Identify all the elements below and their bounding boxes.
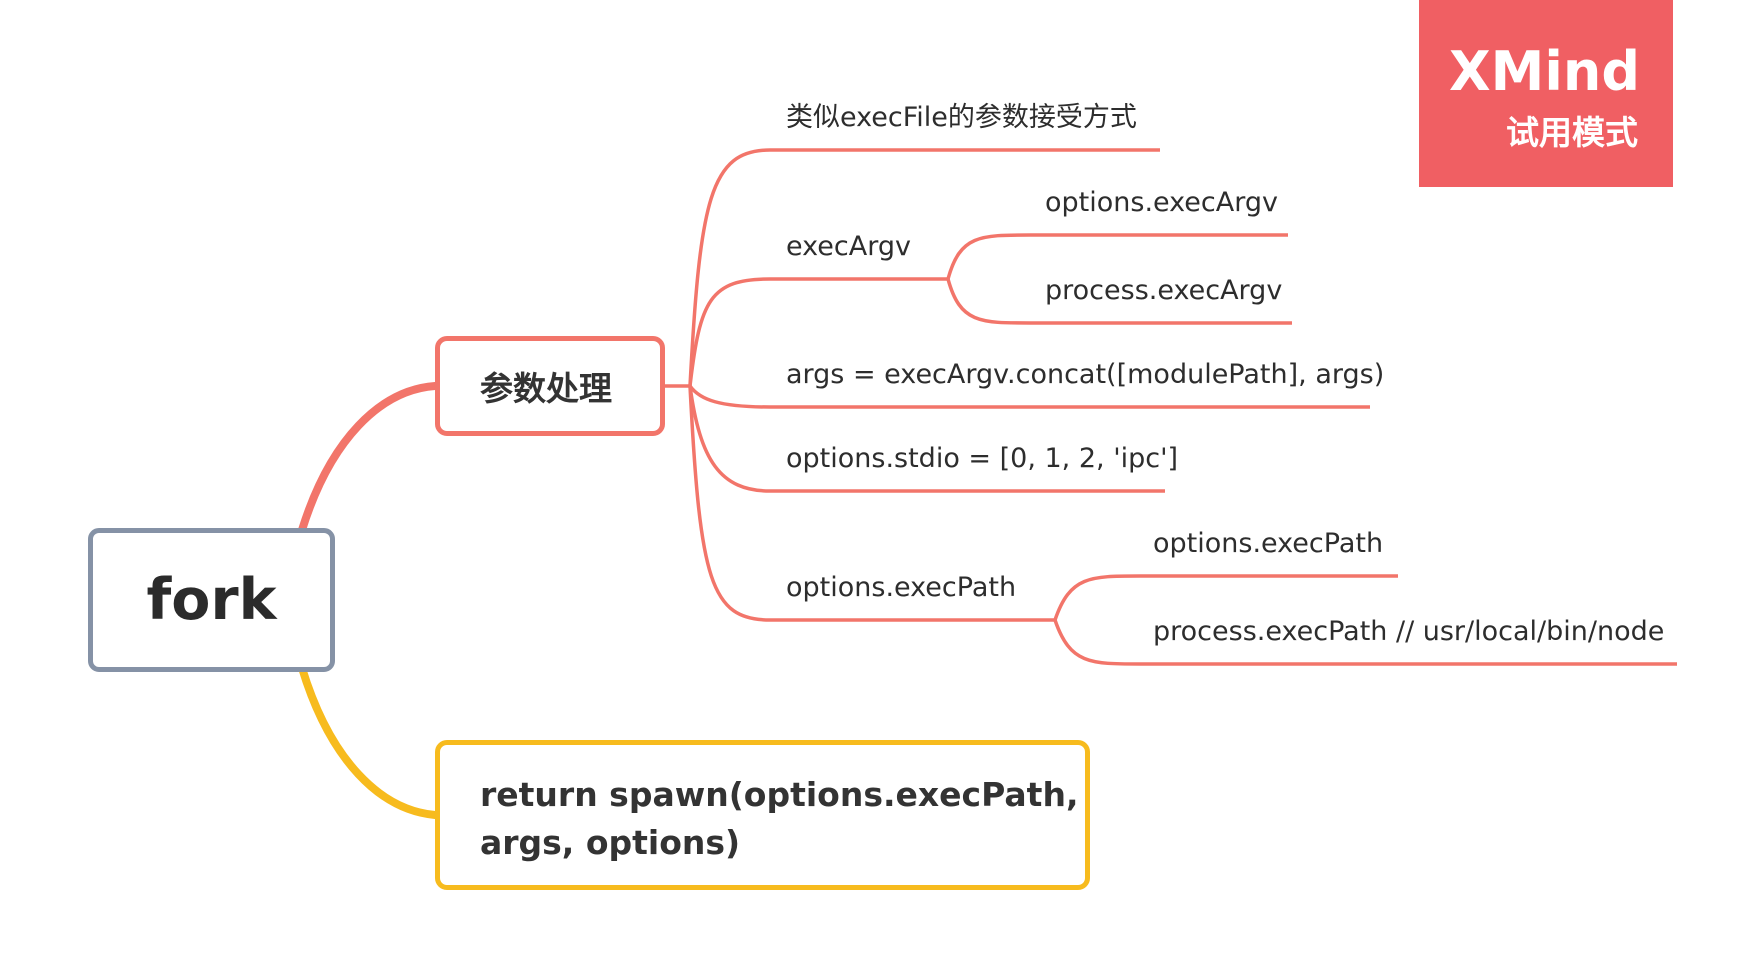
leaf-args-concat[interactable]: args = execArgv.concat([modulePath], arg… bbox=[786, 359, 1385, 390]
xmind-brand-text: XMind bbox=[1449, 40, 1640, 103]
topic-return-label: return spawn(options.execPath, args, opt… bbox=[480, 775, 1079, 862]
topic-return-spawn[interactable]: return spawn(options.execPath, args, opt… bbox=[435, 740, 1090, 890]
root-to-return-line bbox=[298, 664, 439, 819]
trial-mode-text: 试用模式 bbox=[1506, 113, 1638, 152]
topic-params-label: 参数处理 bbox=[480, 369, 612, 408]
root-node-fork[interactable]: fork bbox=[88, 528, 335, 672]
leaf-execargv[interactable]: execArgv bbox=[786, 231, 911, 262]
leaf-options-execpath[interactable]: options.execPath bbox=[1153, 528, 1384, 559]
params-branches bbox=[665, 148, 1677, 666]
leaf-options-stdio[interactable]: options.stdio = [0, 1, 2, 'ipc'] bbox=[786, 443, 1179, 474]
leaf-process-execpath[interactable]: process.execPath // usr/local/bin/node bbox=[1153, 616, 1665, 647]
leaf-execpath[interactable]: options.execPath bbox=[786, 572, 1017, 603]
root-to-params-line bbox=[298, 382, 439, 534]
topic-params[interactable]: 参数处理 bbox=[435, 336, 665, 436]
leaf-execfile-style[interactable]: 类似execFile的参数接受方式 bbox=[786, 102, 1137, 133]
xmind-trial-watermark: XMind 试用模式 bbox=[1419, 0, 1673, 187]
leaf-options-execargv[interactable]: options.execArgv bbox=[1045, 187, 1278, 218]
leaf-process-execargv[interactable]: process.execArgv bbox=[1045, 275, 1283, 306]
root-label: fork bbox=[146, 567, 277, 633]
